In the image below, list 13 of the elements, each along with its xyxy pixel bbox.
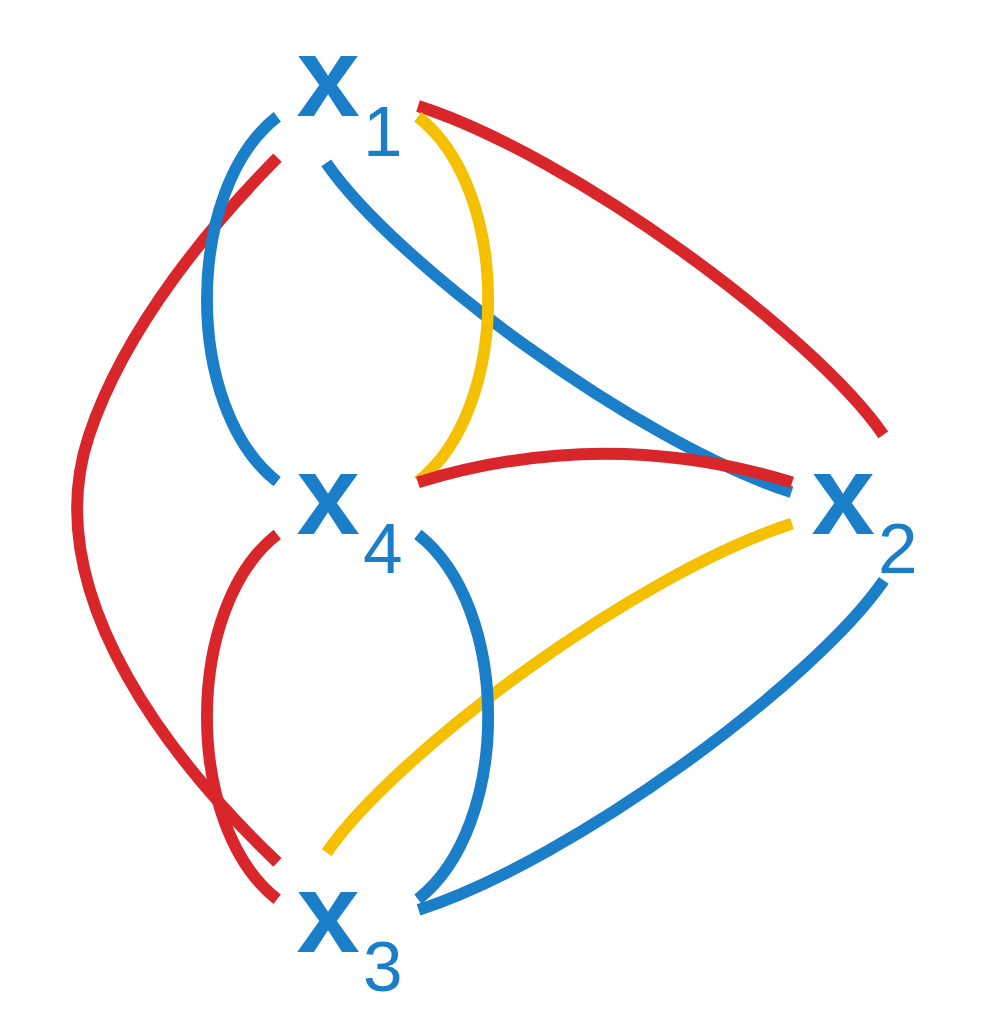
connector (415, 447, 794, 489)
connector (415, 576, 888, 916)
connector (413, 530, 494, 904)
connector (200, 530, 281, 904)
connector (321, 518, 794, 857)
node-text: x$_{2}$ (810, 430, 918, 589)
node-text: x$_{3}$ (296, 848, 403, 1007)
connector (415, 100, 888, 439)
connector (321, 159, 794, 498)
node-text: x$_{1}$ (296, 13, 403, 171)
connector (71, 153, 282, 867)
connector (200, 112, 281, 486)
node-text: x$_{4}$ (296, 430, 403, 589)
